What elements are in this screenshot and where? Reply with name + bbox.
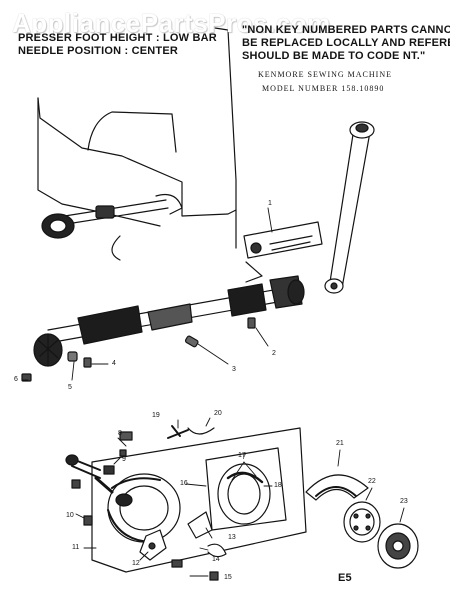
bobbin (343, 501, 381, 543)
model-brand: KENMORE SEWING MACHINE (258, 70, 392, 79)
callout-9: 9 (122, 456, 126, 463)
model-number: MODEL NUMBER 158.10890 (262, 84, 385, 93)
note-line-3: SHOULD BE MADE TO CODE NT." (242, 50, 426, 62)
callout-11: 11 (72, 544, 80, 551)
note-line-1: "NON KEY NUMBERED PARTS CANNOT (242, 24, 450, 36)
callout-4: 4 (112, 360, 116, 367)
upper-shaft-assembly (41, 193, 183, 239)
site-watermark: AppliancePartsPros.com (12, 8, 331, 38)
hook-retainer-box (205, 447, 287, 531)
bracket-plate (243, 221, 323, 283)
machine-base-outline (37, 97, 161, 227)
callout-2: 2 (272, 350, 276, 357)
callout-1: 1 (268, 200, 272, 207)
machine-body-outline (37, 27, 237, 217)
callout-3: 3 (232, 366, 236, 373)
callout-18: 18 (274, 482, 282, 489)
lower-shaft-assembly (33, 275, 305, 367)
lower-leader-lines (75, 417, 405, 577)
callout-12: 12 (132, 560, 140, 567)
setting-needle-position: NEEDLE POSITION : CENTER (18, 45, 179, 57)
setting-presser-foot: PRESSER FOOT HEIGHT : LOW BAR (18, 32, 217, 44)
callout-10: 10 (66, 512, 74, 519)
callout-5: 5 (68, 384, 72, 391)
hook-assembly (65, 431, 181, 543)
bobbin-case-parts (139, 511, 227, 581)
note-line-2: BE REPLACED LOCALLY AND REFERENCE (242, 37, 450, 49)
pitman-arm (324, 121, 375, 294)
callout-6: 6 (14, 376, 18, 383)
callout-7: 7 (242, 454, 246, 461)
callout-8: 8 (118, 430, 122, 437)
machine-bed-outline (111, 209, 237, 261)
callout-14: 14 (212, 556, 220, 563)
upper-leader-lines (21, 207, 273, 381)
callout-16: 16 (180, 480, 188, 487)
bobbin-cover (377, 523, 419, 569)
callout-19: 19 (152, 412, 160, 419)
small-shaft-parts (21, 317, 256, 382)
callout-23: 23 (400, 498, 408, 505)
top-small-parts (167, 425, 215, 439)
callout-22: 22 (368, 478, 376, 485)
callout-21: 21 (336, 440, 344, 447)
bobbin-case (305, 474, 369, 501)
callout-13: 13 (228, 534, 236, 541)
callout-17: 17 (238, 452, 246, 459)
hook-retainer (217, 463, 271, 525)
callout-20: 20 (214, 410, 222, 417)
page-code: E5 (338, 572, 352, 584)
callout-15: 15 (224, 574, 232, 581)
machine-arm-outline (87, 111, 177, 153)
